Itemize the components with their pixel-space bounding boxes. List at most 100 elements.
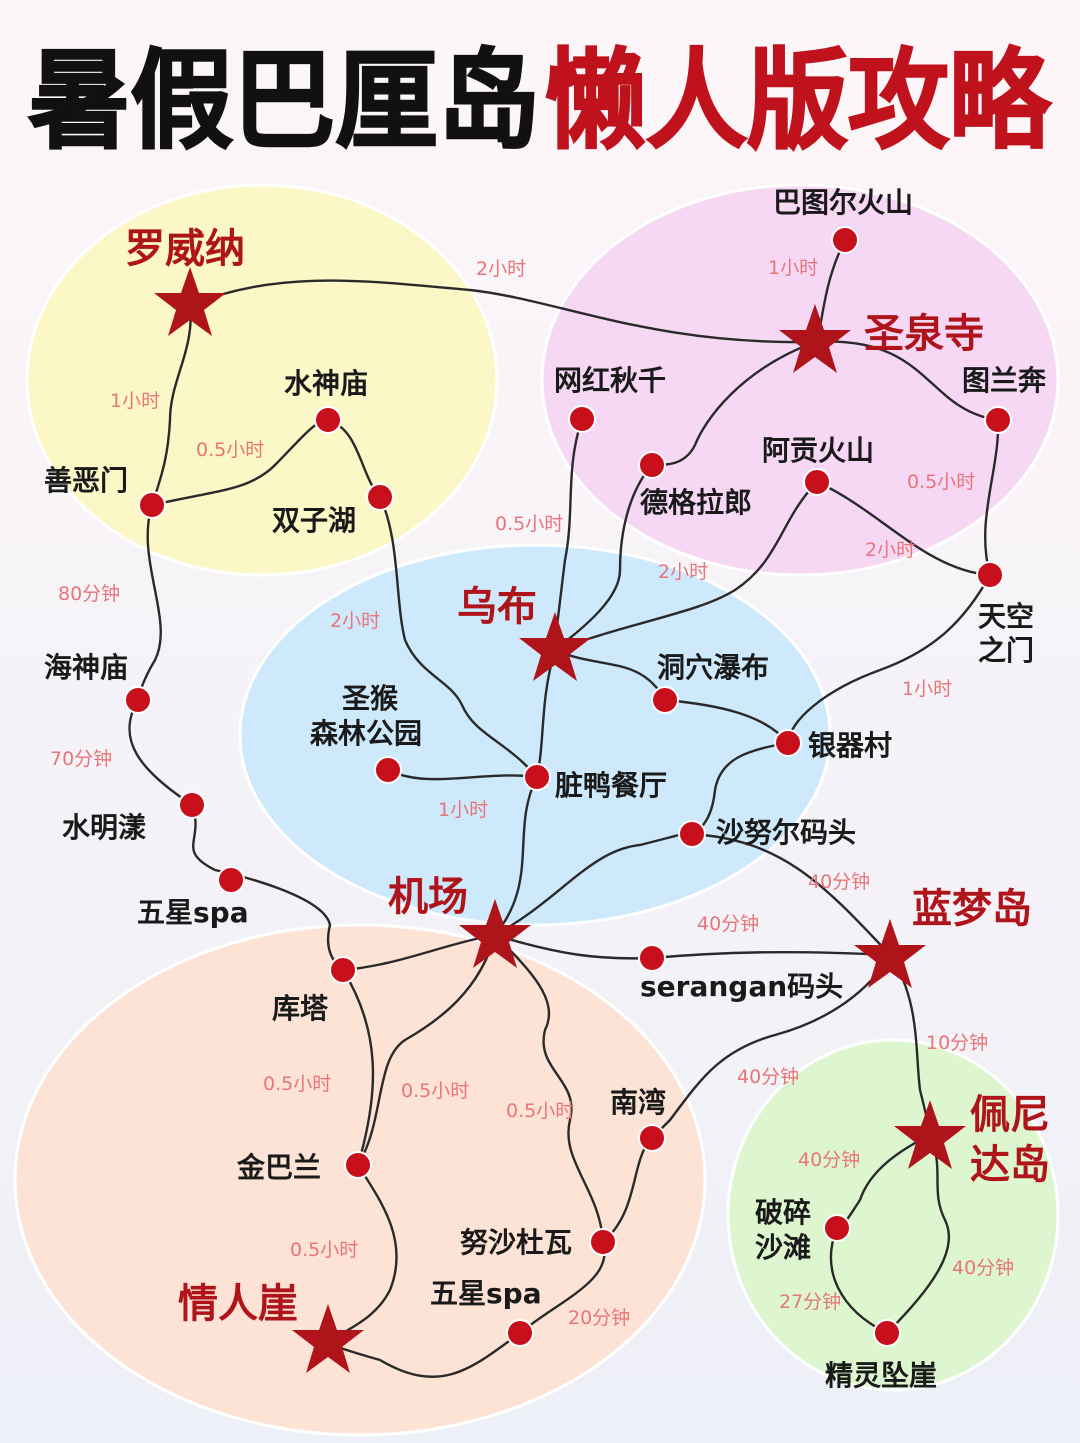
route-broken-angel [829, 1226, 889, 1335]
time-serangan: 40分钟 [697, 913, 759, 935]
label-cave: 洞穴瀑布 [657, 651, 769, 684]
dot-broken-beach[interactable] [823, 1214, 851, 1242]
route-swing-ubud [553, 417, 584, 642]
route-gate-water [150, 418, 330, 507]
time-kuta-jimbaran: 0.5小时 [263, 1073, 331, 1095]
hub-label-penida-1: 佩尼 [970, 1092, 1050, 1138]
dot-duck[interactable] [523, 763, 551, 791]
time-tanah-tirta: 70分钟 [50, 748, 112, 770]
label-heaven-2: 之门 [978, 634, 1034, 667]
label-tulamben: 图兰奔 [962, 364, 1047, 397]
route-airport-jimbaran [356, 933, 497, 1167]
hub-label-temple: 圣泉寺 [864, 311, 984, 357]
label-monkey-2: 森林公园 [310, 717, 422, 750]
dot-angel-billabong[interactable] [873, 1319, 901, 1347]
label-swing: 网红秋千 [554, 364, 666, 397]
dot-water-temple[interactable] [314, 406, 342, 434]
hub-label-penida-2: 达岛 [970, 1142, 1050, 1188]
dot-cave[interactable] [651, 686, 679, 714]
label-broken-2: 沙滩 [755, 1231, 811, 1264]
label-water-temple: 水神庙 [284, 367, 368, 400]
label-sanur: 沙努尔码头 [716, 816, 856, 849]
hub-label-ubud: 乌布 [457, 584, 537, 630]
route-lovina-temple [188, 279, 817, 344]
label-tirta: 水明漾 [62, 811, 147, 844]
star-airport[interactable] [459, 899, 531, 968]
route-tulamben-heaven [983, 418, 1000, 577]
dot-tulamben[interactable] [984, 406, 1012, 434]
time-penida-broken: 40分钟 [798, 1149, 860, 1171]
label-duck: 脏鸭餐厅 [555, 769, 667, 802]
star-lovina[interactable] [154, 267, 226, 336]
route-tegal-ubud [553, 463, 654, 652]
route-jimbaran-uluwatu [326, 1163, 398, 1344]
time-heaven: 1小时 [902, 678, 952, 700]
region-temple [540, 183, 1060, 577]
label-angel: 精灵坠崖 [825, 1359, 937, 1392]
time-spa2: 20分钟 [568, 1307, 630, 1329]
time-batur: 1小时 [768, 257, 818, 279]
star-temple[interactable] [779, 304, 851, 373]
label-kuta: 库塔 [272, 992, 329, 1025]
route-lovina-gate [150, 303, 192, 507]
dot-jimbaran[interactable] [344, 1151, 372, 1179]
dot-heaven-gate[interactable] [976, 561, 1004, 589]
dot-agung[interactable] [803, 468, 831, 496]
dot-tegal[interactable] [638, 451, 666, 479]
dot-silver[interactable] [774, 729, 802, 757]
dot-gate[interactable] [138, 491, 166, 519]
time-ubud-swing: 0.5小时 [495, 513, 563, 535]
title-part1: 暑假巴厘岛 [28, 39, 540, 164]
time-tulamben: 0.5小时 [907, 471, 975, 493]
star-lembongan[interactable] [854, 919, 926, 988]
label-twin-lake: 双子湖 [272, 504, 356, 537]
dot-spa2[interactable] [506, 1319, 534, 1347]
dot-south-bay[interactable] [638, 1124, 666, 1152]
hub-label-uluwatu: 情人崖 [178, 1281, 298, 1327]
label-spa2: 五星spa [430, 1277, 542, 1310]
route-duck-airport [493, 775, 539, 937]
star-uluwatu[interactable] [292, 1304, 364, 1373]
dot-batur[interactable] [831, 226, 859, 254]
dot-swing[interactable] [568, 405, 596, 433]
region-lovina [25, 183, 499, 577]
route-agung-heaven [815, 480, 992, 577]
dot-monkey[interactable] [374, 756, 402, 784]
time-south-penida: 40分钟 [737, 1066, 799, 1088]
dot-spa1[interactable] [217, 866, 245, 894]
label-tanah-lot: 海神庙 [44, 651, 128, 684]
star-penida[interactable] [894, 1100, 966, 1169]
route-agung-ubud [553, 480, 819, 652]
label-batur: 巴图尔火山 [773, 186, 913, 219]
travel-times: 2小时 1小时 1小时 0.5小时 0.5小时 0.5小时 2小时 2小时 2小… [50, 257, 1014, 1329]
dot-sanur[interactable] [678, 820, 706, 848]
route-sanur-lembongan [690, 832, 892, 957]
dot-kuta[interactable] [329, 956, 357, 984]
route-tirta-kuta [190, 803, 345, 972]
time-gate-water: 0.5小时 [196, 439, 264, 461]
region-south [13, 923, 707, 1437]
time-ubud-lake: 2小时 [330, 610, 380, 632]
dot-serangan[interactable] [638, 944, 666, 972]
label-broken-1: 破碎 [755, 1196, 811, 1229]
hub-label-lembongan: 蓝梦岛 [912, 886, 1032, 932]
label-gate: 善恶门 [44, 464, 128, 497]
dot-tanah-lot[interactable] [124, 686, 152, 714]
hub-label-airport: 机场 [388, 874, 468, 920]
label-jimbaran: 金巴兰 [236, 1151, 321, 1184]
dot-tirta[interactable] [178, 791, 206, 819]
label-serangan: serangan码头 [640, 970, 843, 1003]
time-ubud-agung: 2小时 [658, 561, 708, 583]
route-kuta-jimbaran [341, 968, 375, 1167]
route-tanah-tirta [128, 698, 194, 807]
dot-twin-lake[interactable] [366, 483, 394, 511]
time-lovina-gate: 1小时 [110, 390, 160, 412]
location-dots [124, 226, 1012, 1347]
dot-nusa-dua[interactable] [589, 1228, 617, 1256]
hub-stars [154, 267, 966, 1373]
route-monkey-duck [386, 768, 539, 781]
route-penida-angel [885, 1133, 951, 1335]
star-ubud[interactable] [519, 612, 591, 681]
